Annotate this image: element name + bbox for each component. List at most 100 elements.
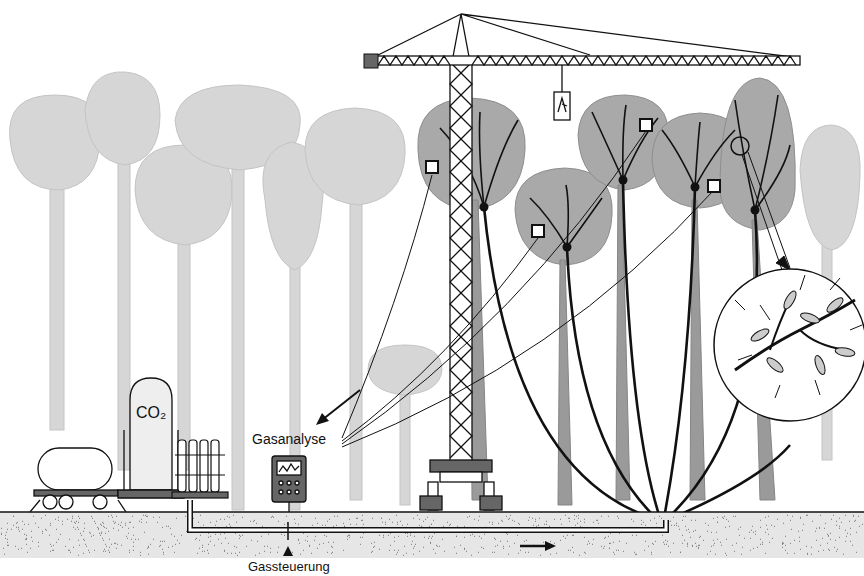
sampling-point: [532, 225, 544, 237]
part-label: Gassteuerung: [248, 559, 330, 574]
magnifier: [776, 256, 790, 270]
gas-analyser: [272, 456, 306, 502]
gas-analyser: [287, 490, 291, 494]
background-tree: [118, 150, 130, 470]
gas-analyser: [295, 481, 299, 485]
sampling-line: [342, 131, 646, 444]
control-marker: [283, 546, 293, 556]
tanker-truck: [34, 490, 118, 496]
crane: [452, 14, 470, 62]
magnifier: [799, 311, 821, 325]
co2-tank: [118, 378, 184, 498]
crane: [558, 98, 567, 112]
flow-arrow: [316, 413, 329, 425]
canopy: [720, 78, 795, 230]
node-text: Gasanalyse: [252, 431, 326, 447]
gas-cylinders: [172, 492, 228, 498]
co2-tank: [124, 430, 178, 490]
tanker-truck: [59, 495, 73, 509]
tanker-truck: [38, 448, 112, 490]
magnifier: [735, 300, 855, 370]
branch: [567, 198, 602, 247]
sampling-line: [342, 190, 714, 447]
canopy: [515, 168, 612, 265]
tank-label-box: CO₂: [136, 404, 166, 422]
magnifier: [800, 330, 845, 350]
analyser-box: Gasanalyse: [252, 431, 326, 447]
crane-base: [420, 496, 442, 510]
soil-stipple: [1, 515, 863, 556]
background-tree: [10, 72, 861, 510]
background-tree: [368, 345, 442, 395]
crane: [561, 65, 562, 92]
flow-arrow: [520, 545, 548, 548]
gas-analyser: [295, 490, 299, 494]
gas-cylinders: [175, 455, 225, 475]
crane-base: [480, 496, 502, 510]
background-tree: [800, 125, 860, 250]
crane: [450, 62, 472, 458]
background-tree: [50, 180, 64, 430]
flow-arrow: [322, 390, 360, 420]
sampling-point: [708, 180, 720, 192]
gas-tube: [623, 180, 660, 518]
soil: [0, 512, 864, 558]
branch: [662, 130, 695, 187]
tanker-truck: [30, 500, 126, 512]
magnifier: [834, 346, 855, 357]
gas-cylinders: [172, 440, 228, 498]
magnifier: [714, 269, 864, 421]
soil-stipple: [0, 511, 864, 513]
gas-analyser: [272, 456, 306, 512]
gas-cylinders: [211, 440, 219, 492]
magnifier: [714, 152, 864, 421]
branch: [623, 118, 658, 180]
co2-tank: [130, 378, 172, 490]
sampling-line: [342, 175, 432, 438]
control-line: [287, 522, 289, 540]
sampling-line: [342, 238, 538, 441]
gas-tube: [672, 445, 790, 518]
gas-cylinders: [178, 440, 186, 492]
magnifier: [742, 155, 782, 270]
branch: [695, 122, 700, 187]
gas-analyser: [277, 461, 301, 475]
branch-joint: [480, 176, 760, 252]
zoom-spot: [731, 137, 749, 155]
gas-analyser: [279, 481, 283, 485]
branch: [440, 95, 790, 247]
crane: [450, 62, 472, 467]
branch: [592, 112, 623, 180]
sampling-point: [426, 161, 438, 173]
soil-stipple: [0, 512, 864, 513]
crane-counterweight: [364, 54, 378, 68]
crane-base: [440, 472, 482, 482]
magnifier: [749, 327, 770, 344]
tanker-truck: [93, 495, 107, 509]
crane: [450, 62, 472, 458]
gas-analyser: [288, 502, 289, 512]
magnifier: [735, 275, 862, 398]
magnifier: [825, 296, 845, 315]
background-tree: [232, 150, 244, 510]
magnifier: [748, 152, 790, 268]
tree-trunk: [470, 200, 488, 500]
magnifier: [813, 354, 827, 376]
sampling-point: [426, 119, 720, 237]
magnifier: [782, 289, 799, 310]
branch: [480, 112, 485, 207]
gas-analyser: [287, 481, 291, 485]
magnifier: [765, 356, 785, 375]
background-tree: [305, 108, 405, 205]
gas-cylinders: [189, 440, 197, 492]
crane-base: [420, 460, 502, 510]
node-text: CO₂: [136, 404, 166, 422]
background-tree: [350, 190, 362, 500]
branch: [623, 105, 626, 180]
sampling-point: [640, 119, 652, 131]
crane: [372, 14, 800, 58]
gas-analyser: [279, 490, 283, 494]
crane: [554, 92, 570, 120]
